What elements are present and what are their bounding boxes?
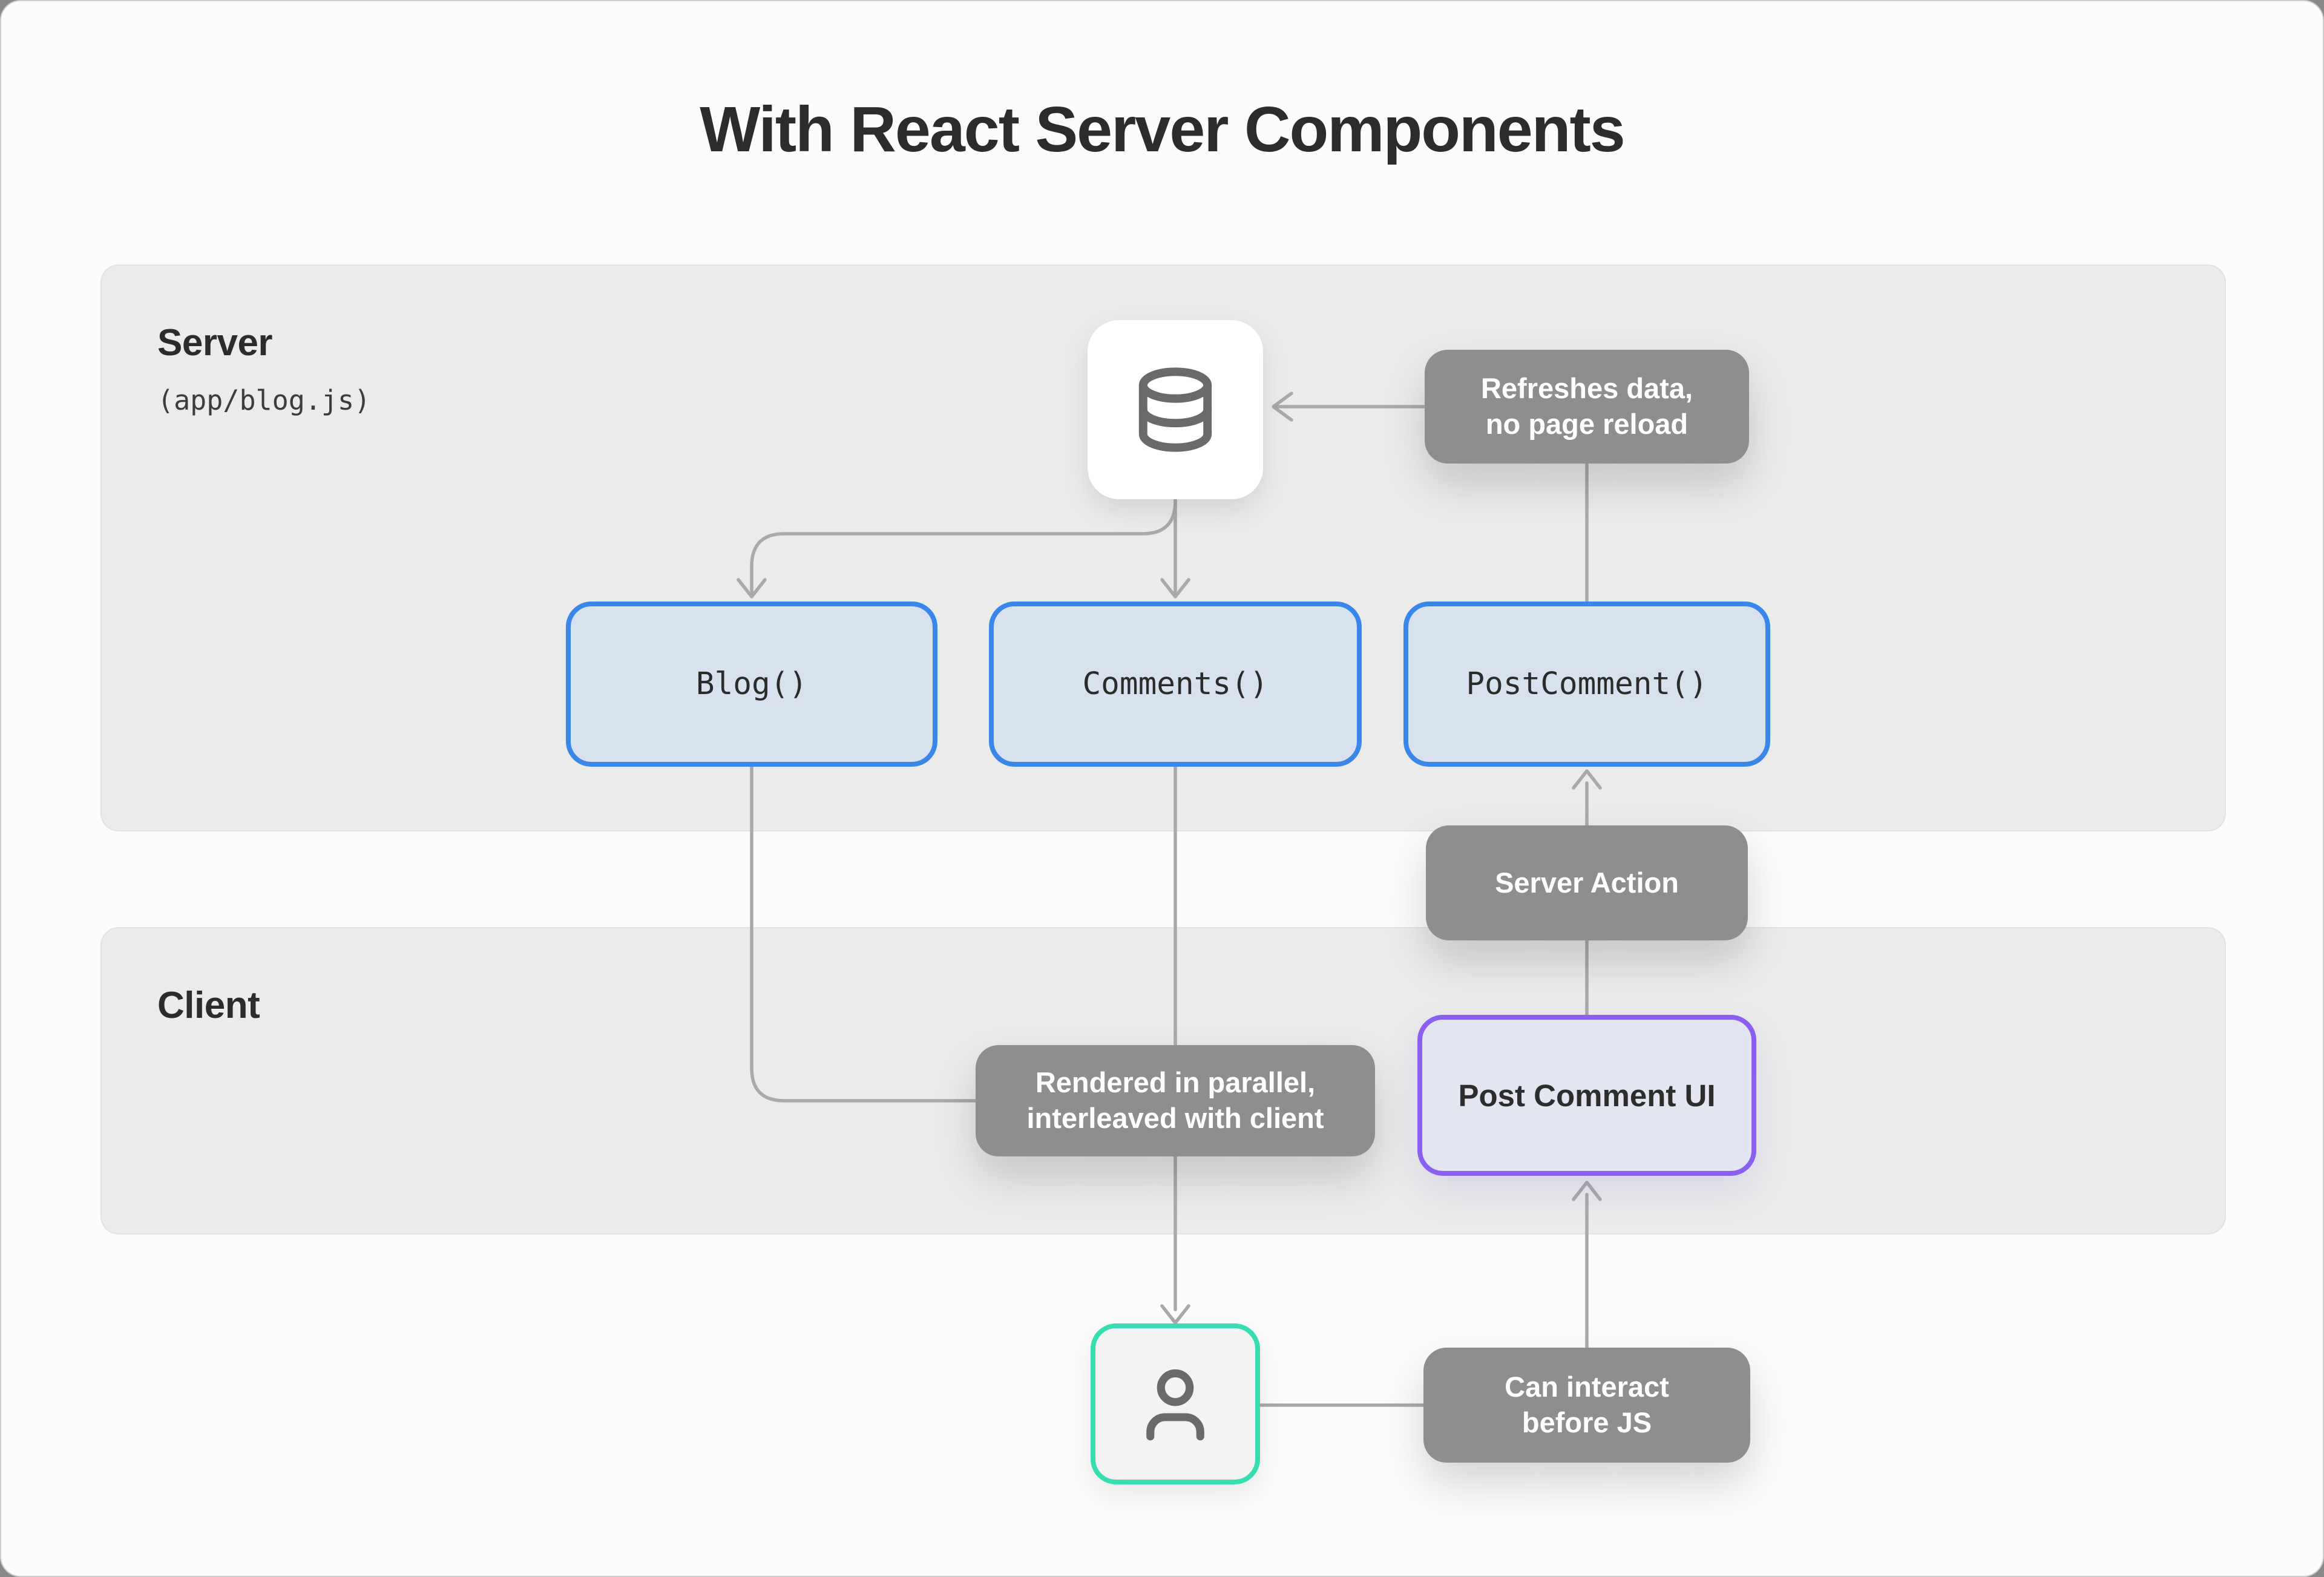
user-icon <box>1146 1369 1204 1441</box>
badge-can-interact: Can interact before JS <box>1423 1348 1750 1463</box>
client-panel: Client <box>100 927 2226 1234</box>
node-blog: Blog() <box>566 602 937 767</box>
badge-refreshes-text: Refreshes data, no page reload <box>1480 372 1693 440</box>
node-post-comment: PostComment() <box>1403 602 1770 767</box>
user-node <box>1091 1323 1260 1484</box>
node-post-comment-label: PostComment() <box>1466 666 1708 702</box>
diagram-title: With React Server Components <box>700 94 1625 165</box>
database-icon <box>1138 367 1212 452</box>
badge-server-action: Server Action <box>1426 825 1748 940</box>
node-comments: Comments() <box>989 602 1362 767</box>
badge-rendered-text: Rendered in parallel, interleaved with c… <box>1026 1066 1324 1134</box>
server-panel-label: Server <box>157 322 273 364</box>
badge-can-interact-text: Can interact before JS <box>1505 1371 1669 1438</box>
node-comments-label: Comments() <box>1082 666 1269 702</box>
badge-refreshes-data: Refreshes data, no page reload <box>1425 350 1749 464</box>
node-post-comment-ui: Post Comment UI <box>1417 1015 1756 1176</box>
server-panel-sublabel: (app/blog.js) <box>157 384 371 416</box>
node-blog-label: Blog() <box>695 666 808 702</box>
badge-rendered-in-parallel: Rendered in parallel, interleaved with c… <box>976 1045 1375 1156</box>
node-post-comment-ui-label: Post Comment UI <box>1458 1078 1716 1113</box>
database-node <box>1088 320 1263 499</box>
client-panel-label: Client <box>157 985 260 1026</box>
badge-server-action-text: Server Action <box>1495 866 1679 899</box>
